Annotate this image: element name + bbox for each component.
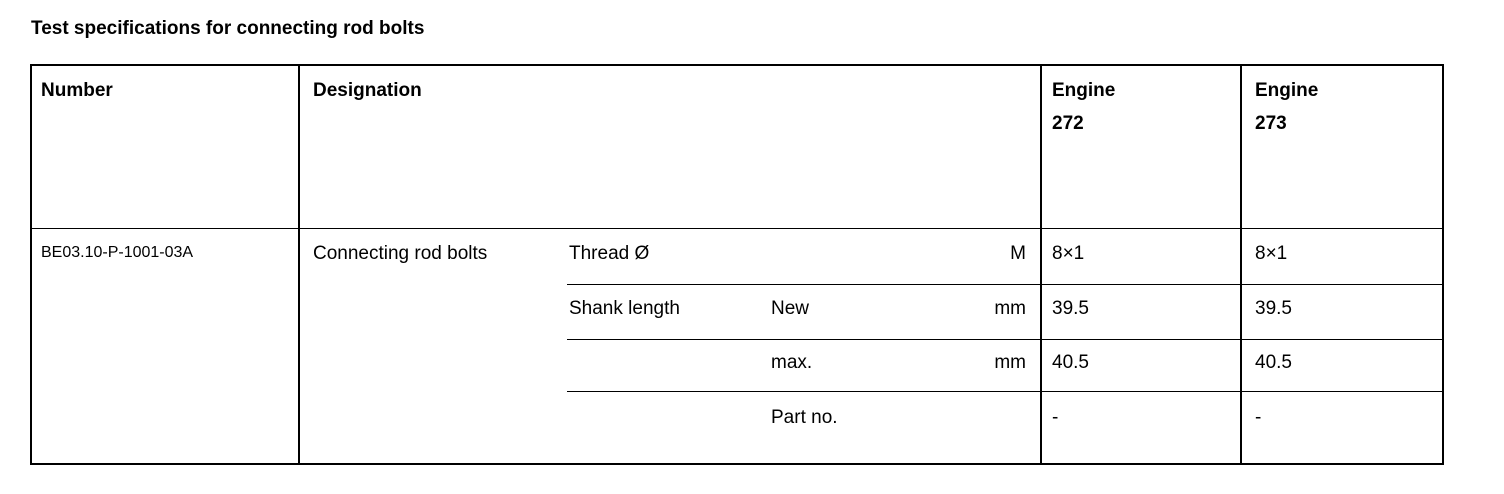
hline-row-thread <box>567 284 1444 285</box>
document-title: Test specifications for connecting rod b… <box>31 18 425 39</box>
spec-unit-new: mm <box>994 298 1026 319</box>
header-engine-273-number: 273 <box>1255 113 1287 134</box>
header-designation: Designation <box>313 80 422 101</box>
header-engine-272-label: Engine <box>1052 80 1116 101</box>
spec-unit-thread: M <box>1010 243 1026 264</box>
spec-value-273-new: 39.5 <box>1255 298 1292 319</box>
hline-header-bottom <box>30 228 1444 229</box>
spec-condition-max: max. <box>771 352 813 373</box>
vline-designation-engine272 <box>1040 64 1042 465</box>
spec-value-272-new: 39.5 <box>1052 298 1089 319</box>
spec-table <box>30 64 1444 465</box>
spec-unit-max: mm <box>994 352 1026 373</box>
row-designation: Connecting rod bolts <box>313 243 488 264</box>
header-number: Number <box>41 80 113 101</box>
spec-condition-part-no: Part no. <box>771 407 838 428</box>
spec-parameter-thread: Thread Ø <box>569 243 650 264</box>
header-engine-272-number: 272 <box>1052 113 1084 134</box>
spec-value-273-max: 40.5 <box>1255 352 1292 373</box>
spec-value-273-thread: 8×1 <box>1255 243 1288 264</box>
vline-number-designation <box>298 64 300 465</box>
spec-condition-new: New <box>771 298 810 319</box>
spec-parameter-shank-length: Shank length <box>569 298 680 319</box>
hline-row-shank-max <box>567 391 1444 392</box>
row-number: BE03.10-P-1001-03A <box>41 244 194 261</box>
vline-engine272-engine273 <box>1240 64 1242 465</box>
spec-value-272-max: 40.5 <box>1052 352 1089 373</box>
spec-value-272-thread: 8×1 <box>1052 243 1085 264</box>
spec-value-272-part-no: - <box>1052 407 1059 428</box>
header-engine-273-label: Engine <box>1255 80 1319 101</box>
spec-value-273-part-no: - <box>1255 407 1262 428</box>
hline-row-shank-new <box>567 339 1444 340</box>
